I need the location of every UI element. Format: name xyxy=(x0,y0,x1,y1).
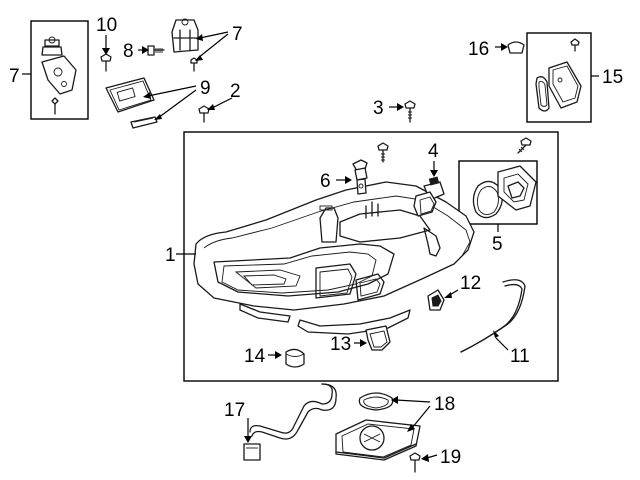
callout-5: 5 xyxy=(492,234,503,255)
part-module-9[interactable] xyxy=(105,77,158,129)
part-bracket-left[interactable] xyxy=(41,36,77,115)
callout-11: 11 xyxy=(510,346,530,367)
frame-control-module-kit xyxy=(526,32,592,123)
part-plug-16[interactable] xyxy=(507,41,525,54)
callout-8: 8 xyxy=(123,41,134,62)
callout-19: 19 xyxy=(440,447,461,468)
part-clip-13[interactable] xyxy=(365,325,391,351)
part-cap-14[interactable] xyxy=(285,348,305,368)
part-grommet-12[interactable] xyxy=(427,289,445,311)
callout-7-left: 7 xyxy=(9,66,20,87)
callout-18: 18 xyxy=(434,394,455,415)
callout-2: 2 xyxy=(230,81,241,102)
callout-17: 17 xyxy=(224,400,245,421)
callout-6: 6 xyxy=(320,171,331,192)
callout-12: 12 xyxy=(460,273,481,294)
part-bolt-headlamp-top[interactable] xyxy=(377,142,389,163)
callout-7-top: 7 xyxy=(232,24,243,45)
frame-bracket-kit xyxy=(30,20,89,120)
callout-10: 10 xyxy=(96,15,117,36)
callout-15: 15 xyxy=(602,67,623,88)
part-cap-5[interactable] xyxy=(472,165,537,219)
leader-lines xyxy=(22,31,599,462)
part-screw-10[interactable] xyxy=(100,53,112,72)
part-socket-4[interactable] xyxy=(413,176,445,217)
callout-13: 13 xyxy=(330,334,351,355)
callout-14: 14 xyxy=(244,346,266,367)
callout-3: 3 xyxy=(373,98,384,119)
part-control-module-15[interactable] xyxy=(535,38,582,112)
callout-9: 9 xyxy=(200,78,211,99)
part-wire-11[interactable] xyxy=(460,279,526,353)
callout-1: 1 xyxy=(165,245,176,266)
part-screw-19[interactable] xyxy=(409,452,421,473)
callout-4: 4 xyxy=(428,141,439,162)
frame-headlamp-assembly xyxy=(183,131,559,382)
part-bracket-top[interactable] xyxy=(171,18,199,72)
callout-16: 16 xyxy=(468,39,489,60)
part-screw-2[interactable] xyxy=(198,105,210,123)
part-bolt-3[interactable] xyxy=(404,100,416,123)
part-adjuster-6[interactable] xyxy=(352,159,368,195)
part-module-18[interactable] xyxy=(335,392,421,461)
part-bolt-8[interactable] xyxy=(147,45,165,56)
part-headlamp-1[interactable] xyxy=(193,181,475,335)
part-cable-17[interactable] xyxy=(243,383,337,461)
part-bolt-near-5[interactable] xyxy=(517,137,532,154)
